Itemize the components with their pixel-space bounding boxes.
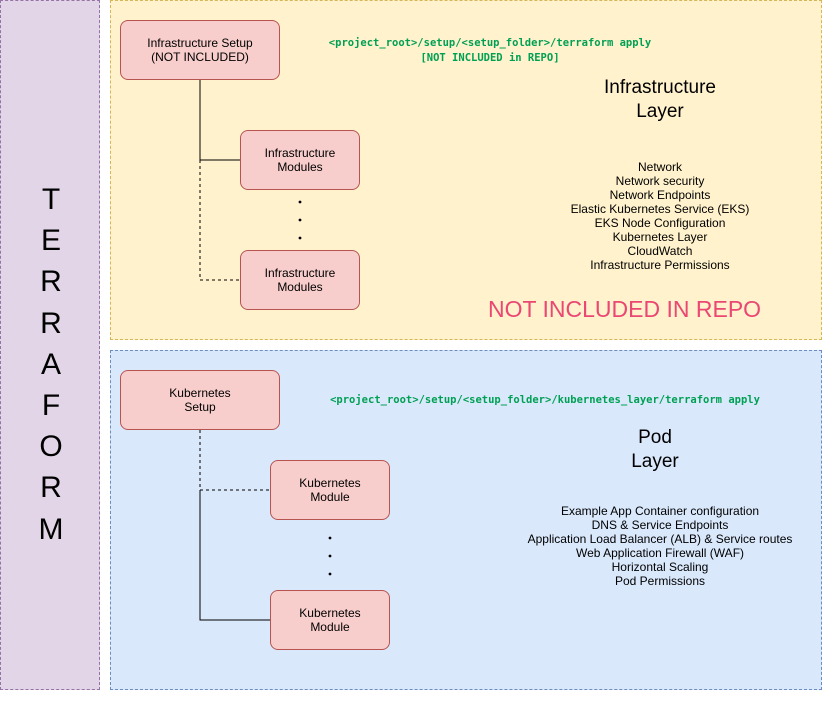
feature-item: Pod Permissions (614, 574, 706, 588)
terraform-sidebar: T E R R A F O R M (0, 0, 100, 690)
kubernetes-setup-box: Kubernetes Setup (120, 370, 280, 430)
pod-layer-title: Pod Layer (555, 426, 755, 474)
sidebar-letter: R (40, 265, 62, 299)
feature-item: DNS & Service Endpoints (591, 518, 729, 532)
sidebar-letter: F (41, 389, 61, 423)
infrastructure-module-box: Infrastructure Modules (240, 130, 360, 190)
infrastructure-feature-list: Network Network security Network Endpoin… (540, 160, 780, 272)
feature-item: Kubernetes Layer (612, 230, 708, 244)
feature-item: Network Endpoints (609, 188, 711, 202)
box-label-line: Kubernetes (169, 386, 231, 400)
terraform-vertical-label: T E R R A F O R M (1, 179, 101, 550)
feature-item: Web Application Firewall (WAF) (575, 546, 745, 560)
feature-item: Network (637, 160, 682, 174)
sidebar-letter: A (40, 347, 61, 381)
infrastructure-layer-title: Infrastructure Layer (560, 76, 760, 124)
sidebar-letter: T (41, 183, 61, 216)
box-label-line: Kubernetes (299, 606, 361, 620)
feature-item: Infrastructure Permissions (590, 258, 730, 272)
sidebar-letter: E (40, 224, 61, 258)
sidebar-letter: M (38, 512, 64, 546)
title-line: Layer (631, 451, 679, 472)
box-label-line: (NOT INCLUDED) (151, 50, 249, 64)
not-included-label: NOT INCLUDED IN REPO (488, 296, 762, 322)
sidebar-letter: R (40, 471, 62, 505)
feature-item: Network security (615, 174, 705, 188)
box-label-line: Modules (277, 160, 323, 174)
box-label-line: Module (310, 490, 350, 504)
box-label-line: Infrastructure (264, 146, 336, 160)
command-note: [NOT INCLUDED in REPO] (420, 52, 560, 64)
infrastructure-setup-box: Infrastructure Setup (NOT INCLUDED) (120, 20, 280, 80)
infrastructure-module-box: Infrastructure Modules (240, 250, 360, 310)
box-label-line: Setup (184, 400, 216, 414)
feature-item: Application Load Balancer (ALB) & Servic… (527, 532, 793, 546)
title-line: Layer (636, 101, 684, 122)
title-line: Pod (638, 427, 672, 448)
kubernetes-module-box: Kubernetes Module (270, 590, 390, 650)
box-label-line: Modules (277, 280, 323, 294)
feature-item: Elastic Kubernetes Service (EKS) (570, 202, 750, 216)
title-line: Infrastructure (604, 77, 716, 98)
box-label-line: Infrastructure Setup (147, 36, 253, 50)
box-label-line: Infrastructure (264, 266, 336, 280)
feature-item: CloudWatch (627, 244, 693, 258)
infrastructure-command: <project_root>/setup/<setup_folder>/terr… (290, 36, 690, 66)
feature-item: Horizontal Scaling (611, 560, 709, 574)
sidebar-letter: R (40, 306, 62, 340)
kubernetes-command: <project_root>/setup/<setup_folder>/kube… (330, 394, 760, 406)
feature-item: EKS Node Configuration (594, 216, 726, 230)
command-text: <project_root>/setup/<setup_folder>/terr… (328, 37, 652, 49)
feature-item: Example App Container configuration (560, 504, 760, 518)
kubernetes-module-box: Kubernetes Module (270, 460, 390, 520)
box-label-line: Module (310, 620, 350, 634)
sidebar-letter: O (39, 430, 63, 464)
pod-feature-list: Example App Container configuration DNS … (510, 504, 810, 588)
box-label-line: Kubernetes (299, 476, 361, 490)
